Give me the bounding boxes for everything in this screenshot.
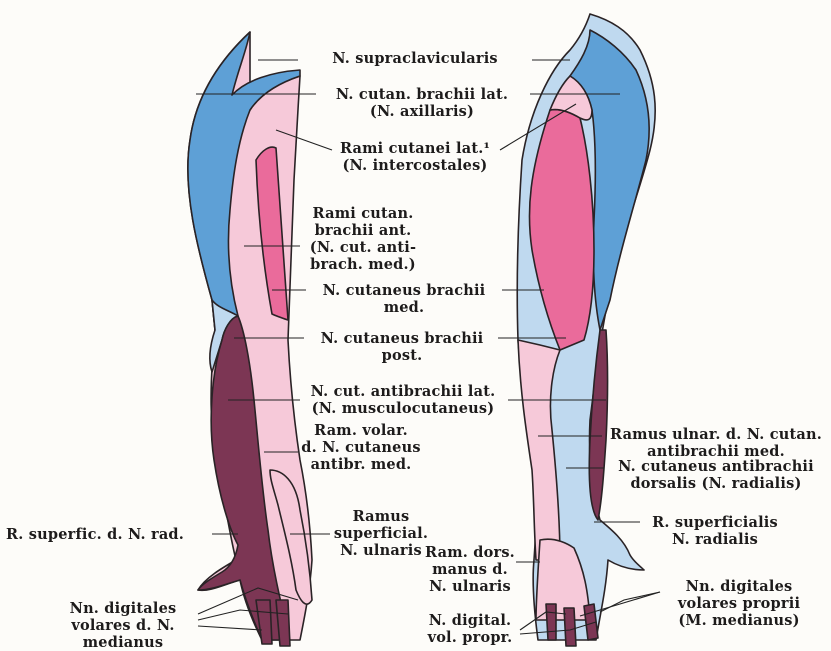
label-intercostales: Rami cutanei lat.¹(N. intercostales): [330, 140, 500, 174]
label-ramus-ulnar: Ramus ulnar. d. N. cutan.antibrachii med…: [604, 426, 828, 460]
label-axillaris: N. cutan. brachii lat.(N. axillaris): [312, 86, 532, 120]
label-r-superfic-rad: R. superfic. d. N. rad.: [6, 526, 212, 543]
right-fingertips: [546, 604, 598, 646]
label-musculocutaneus: N. cut. antibrachii lat.(N. musculocutan…: [298, 383, 508, 417]
right-arm: [517, 14, 655, 646]
left-arm: [188, 32, 312, 646]
label-rami-cutan-ant: Rami cutan.brachii ant.(N. cut. anti-bra…: [298, 205, 428, 273]
label-ram-dors-ulnaris: Ram. dors.manus d.N. ulnaris: [422, 544, 518, 595]
label-dig-vol-propr: N. digital.vol. propr.: [418, 612, 522, 646]
label-supraclavicularis: N. supraclavicularis: [300, 50, 530, 67]
